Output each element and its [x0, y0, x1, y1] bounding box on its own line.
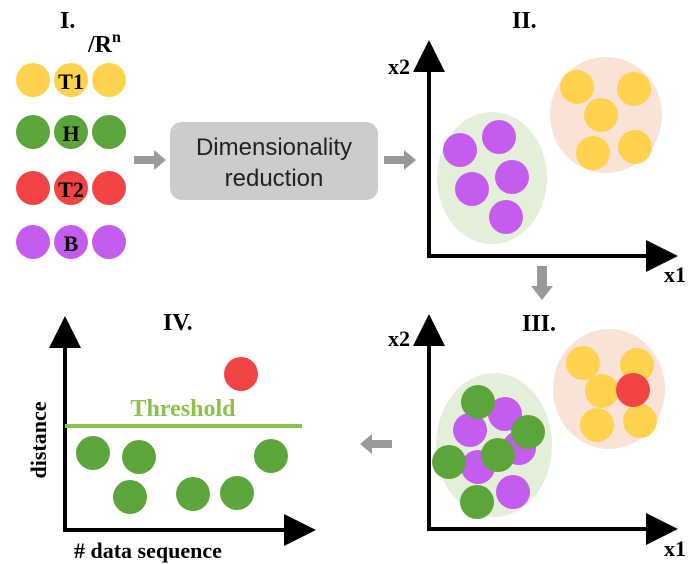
- y-axis-label: distance: [26, 401, 51, 478]
- row-b: B: [16, 225, 126, 259]
- h-dot: [16, 115, 50, 149]
- b-point: [489, 200, 523, 234]
- panel-4-label: IV.: [163, 310, 193, 336]
- h-point: [460, 485, 494, 519]
- t1-point: [617, 72, 651, 106]
- h-point: [254, 439, 288, 473]
- b-point: [453, 413, 487, 447]
- t2-dot: [54, 171, 88, 205]
- panel-3-label: III.: [522, 311, 556, 337]
- row-t2: T2: [16, 171, 126, 205]
- panel-2: II. x2 x1: [388, 8, 686, 287]
- x-axis-label: x1: [664, 262, 686, 287]
- t1-point: [580, 408, 614, 442]
- row-tag-h: H: [62, 121, 79, 146]
- t1-point: [566, 346, 600, 380]
- row-tag-b: B: [64, 231, 79, 256]
- row-t1: T1: [16, 63, 126, 97]
- h-dot: [54, 115, 88, 149]
- dimensionality-reduction-box: Dimensionality reduction: [170, 122, 378, 200]
- h-dot: [92, 115, 126, 149]
- b-point: [496, 475, 530, 509]
- b-dot: [16, 225, 50, 259]
- row-h: H: [16, 115, 126, 149]
- h-point: [176, 477, 210, 511]
- t2-dot: [16, 171, 50, 205]
- panel-1-label: I.: [60, 8, 75, 34]
- t2-point: [616, 373, 650, 407]
- panel-3: III. x2 x1: [388, 311, 686, 561]
- h-point: [113, 480, 147, 514]
- b-point: [488, 397, 522, 431]
- panel-4: IV. # data sequence distance Threshold: [26, 310, 316, 563]
- h-point: [76, 436, 110, 470]
- b-point: [455, 172, 489, 206]
- t1-point: [618, 130, 652, 164]
- t1-point: [576, 136, 610, 170]
- panel-2-label: II.: [512, 8, 537, 34]
- anomaly-point: [224, 357, 258, 391]
- t1-dot: [92, 63, 126, 97]
- panel-1: I. /Rn T1 H T2 B: [16, 8, 126, 259]
- b-point: [443, 133, 477, 167]
- t1-point: [623, 404, 657, 438]
- process-label-line2: reduction: [225, 165, 324, 192]
- t1-point: [584, 98, 618, 132]
- h-point: [122, 440, 156, 474]
- t1-point: [560, 70, 594, 104]
- h-point: [511, 415, 545, 449]
- x-axis-label: # data sequence: [74, 538, 222, 563]
- b-point: [495, 160, 529, 194]
- b-dot: [92, 225, 126, 259]
- h-point: [481, 438, 515, 472]
- arrow-right-icon: [384, 150, 416, 170]
- arrow-down-icon: [531, 266, 553, 300]
- h-point: [220, 476, 254, 510]
- row-tag-t2: T2: [58, 177, 84, 202]
- arrow-left-icon: [360, 434, 392, 454]
- y-axis-label: x2: [388, 326, 410, 351]
- row-tag-t1: T1: [58, 69, 84, 94]
- t1-point: [620, 348, 654, 382]
- threshold-label: Threshold: [131, 396, 237, 422]
- t2-dot: [92, 171, 126, 205]
- t1-dot: [54, 63, 88, 97]
- feature-space-label: /Rn: [87, 29, 121, 58]
- t1-dot: [16, 63, 50, 97]
- t1-point: [585, 374, 619, 408]
- b-point: [482, 120, 516, 154]
- h-point: [432, 445, 466, 479]
- b-dot: [54, 225, 88, 259]
- arrow-right-icon: [134, 150, 166, 170]
- x-axis-label: x1: [664, 536, 686, 561]
- y-axis-label: x2: [388, 54, 410, 79]
- h-point: [461, 385, 495, 419]
- process-label-line1: Dimensionality: [196, 134, 352, 161]
